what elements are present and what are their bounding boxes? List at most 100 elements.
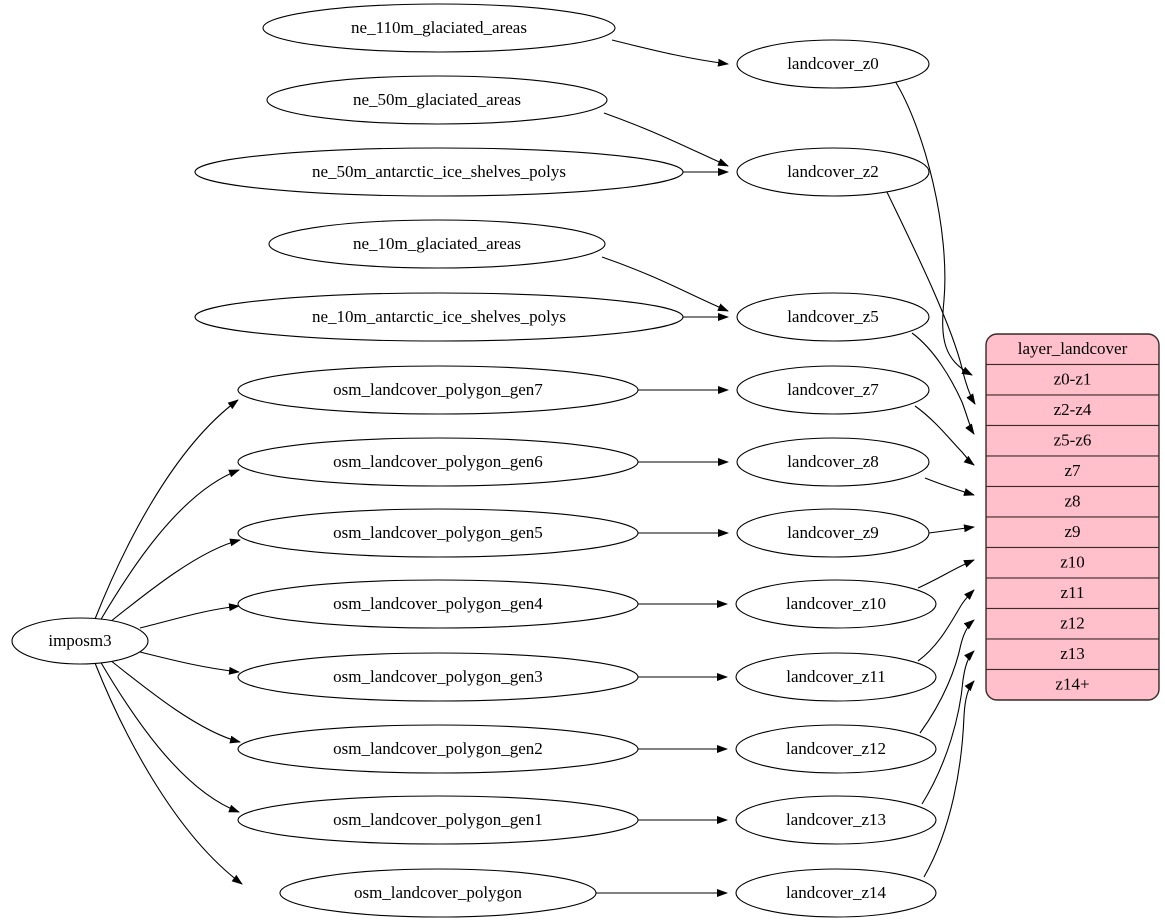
node-label: landcover_z11 [786,667,885,686]
node-osm_gen1[interactable]: osm_landcover_polygon_gen1 [237,795,639,845]
table-row-z7[interactable] [986,455,1159,488]
edge-ne110g-to-lc_z0 [611,39,729,67]
node-lc_z0[interactable]: landcover_z0 [736,39,930,89]
landcover-node-ellipse [736,437,930,487]
edge-imposm3-to-osm_gen7 [94,399,239,620]
node-label: osm_landcover_polygon_gen6 [333,452,543,471]
edge-imposm3-to-osm_gen2 [109,659,241,744]
edge-imposm3-to-osm_gen4 [139,603,240,629]
node-label: ne_10m_antarctic_ice_shelves_polys [312,307,566,326]
table-row-label: z11 [1061,583,1085,602]
edge-lc_z0-to-row_z0z1 [894,80,973,376]
node-ne10g[interactable]: ne_10m_glaciated_areas [268,219,606,269]
node-lc_z5[interactable]: landcover_z5 [736,292,930,342]
landcover-node-ellipse [735,652,937,702]
node-label: ne_110m_glaciated_areas [351,18,527,37]
osm-node-ellipse [237,508,639,558]
table-row-z2-z4[interactable] [986,394,1159,427]
table-row-z0-z1[interactable] [986,363,1159,396]
node-lc_z7[interactable]: landcover_z7 [736,365,930,415]
edge-imposm3-to-osm_poly [94,662,243,885]
node-ne10a[interactable]: ne_10m_antarctic_ice_shelves_polys [194,292,684,342]
ne-node-ellipse [266,75,608,125]
table-row-z10[interactable] [986,546,1159,579]
table-row-label: z10 [1060,553,1085,572]
table-row-z13[interactable] [986,638,1159,671]
node-ne50g[interactable]: ne_50m_glaciated_areas [266,75,608,125]
edge-ne10g-to-lc_z5 [601,256,729,312]
node-lc_z13[interactable]: landcover_z13 [735,795,937,845]
table-row-label: z0-z1 [1054,370,1092,389]
node-label: imposm3 [48,631,111,650]
node-lc_z11[interactable]: landcover_z11 [735,652,937,702]
node-label: landcover_z12 [786,739,886,758]
node-label: osm_landcover_polygon_gen4 [333,594,543,613]
node-label: osm_landcover_polygon_gen3 [333,667,543,686]
edge-lc_z13-to-row_z13 [921,650,975,805]
osm-node-ellipse [237,724,639,774]
table-row-label: z7 [1064,461,1081,480]
node-label: landcover_z8 [787,452,879,471]
node-label: landcover_z5 [787,307,879,326]
edge-imposm3-to-osm_gen1 [99,660,240,813]
node-label: ne_10m_glaciated_areas [353,234,521,253]
node-label: ne_50m_glaciated_areas [353,90,521,109]
edge-lc_z2-to-row_z2z4 [885,189,976,405]
node-lc_z10[interactable]: landcover_z10 [735,579,937,629]
landcover-node-ellipse [736,147,930,197]
landcover-node-ellipse [735,795,937,845]
node-lc_z2[interactable]: landcover_z2 [736,147,930,197]
table-row-label: z2-z4 [1054,400,1092,419]
ne-node-ellipse [194,292,684,342]
edge-imposm3-to-osm_gen5 [109,538,241,623]
node-ne110g[interactable]: ne_110m_glaciated_areas [262,3,616,53]
landcover-node-ellipse [736,508,930,558]
node-lc_z9[interactable]: landcover_z9 [736,508,930,558]
edge-layer [94,39,976,897]
node-osm_gen4[interactable]: osm_landcover_polygon_gen4 [237,579,639,629]
node-label: landcover_z13 [786,810,886,829]
table-header-label: layer_landcover [1018,339,1128,358]
table-row-label: z13 [1060,644,1085,663]
table-row-label: z8 [1064,492,1080,511]
edge-lc_z8-to-row_z8 [924,477,975,496]
node-osm_poly[interactable]: osm_landcover_polygon [279,868,597,918]
node-label: landcover_z10 [786,594,886,613]
table-row-z9[interactable] [986,516,1159,549]
table-row-label: z14+ [1055,675,1089,694]
ne-node-ellipse [268,219,606,269]
edge-lc_z9-to-row_z9 [928,524,975,534]
table-outline [985,333,1160,701]
node-label: osm_landcover_polygon_gen1 [333,810,543,829]
node-label: osm_landcover_polygon_gen7 [333,380,543,399]
landcover-node-ellipse [735,868,937,918]
edge-lc_z5-to-row_z5z6 [911,332,975,435]
node-label: landcover_z9 [787,523,879,542]
node-osm_gen3[interactable]: osm_landcover_polygon_gen3 [237,652,639,702]
node-osm_gen5[interactable]: osm_landcover_polygon_gen5 [237,508,639,558]
node-ne50a[interactable]: ne_50m_antarctic_ice_shelves_polys [194,147,684,197]
table-row-z11[interactable] [986,577,1159,610]
table-row-label: z9 [1064,522,1080,541]
node-osm_gen6[interactable]: osm_landcover_polygon_gen6 [237,437,639,487]
landcover-node-ellipse [736,365,930,415]
table-row-z14+[interactable] [986,668,1159,701]
table-body [986,334,1159,700]
landcover-node-ellipse [735,579,937,629]
node-osm_gen2[interactable]: osm_landcover_polygon_gen2 [237,724,639,774]
table-layer-landcover: layer_landcoverz0-z1z2-z4z5-z6z7z8z9z10z… [985,333,1160,701]
node-lc_z12[interactable]: landcover_z12 [735,724,937,774]
node-lc_z14[interactable]: landcover_z14 [735,868,937,918]
edge-lc_z10-to-row_z10 [917,559,975,589]
node-osm_gen7[interactable]: osm_landcover_polygon_gen7 [237,365,639,415]
node-label: landcover_z14 [786,883,887,902]
landcover-node-ellipse [736,292,930,342]
node-imposm3[interactable]: imposm3 [11,617,149,665]
ne-node-ellipse [262,3,616,53]
osm-node-ellipse [237,437,639,487]
osm-node-ellipse [237,579,639,629]
osm-node-ellipse [237,652,639,702]
source-node-ellipse [11,617,149,665]
node-lc_z8[interactable]: landcover_z8 [736,437,930,487]
